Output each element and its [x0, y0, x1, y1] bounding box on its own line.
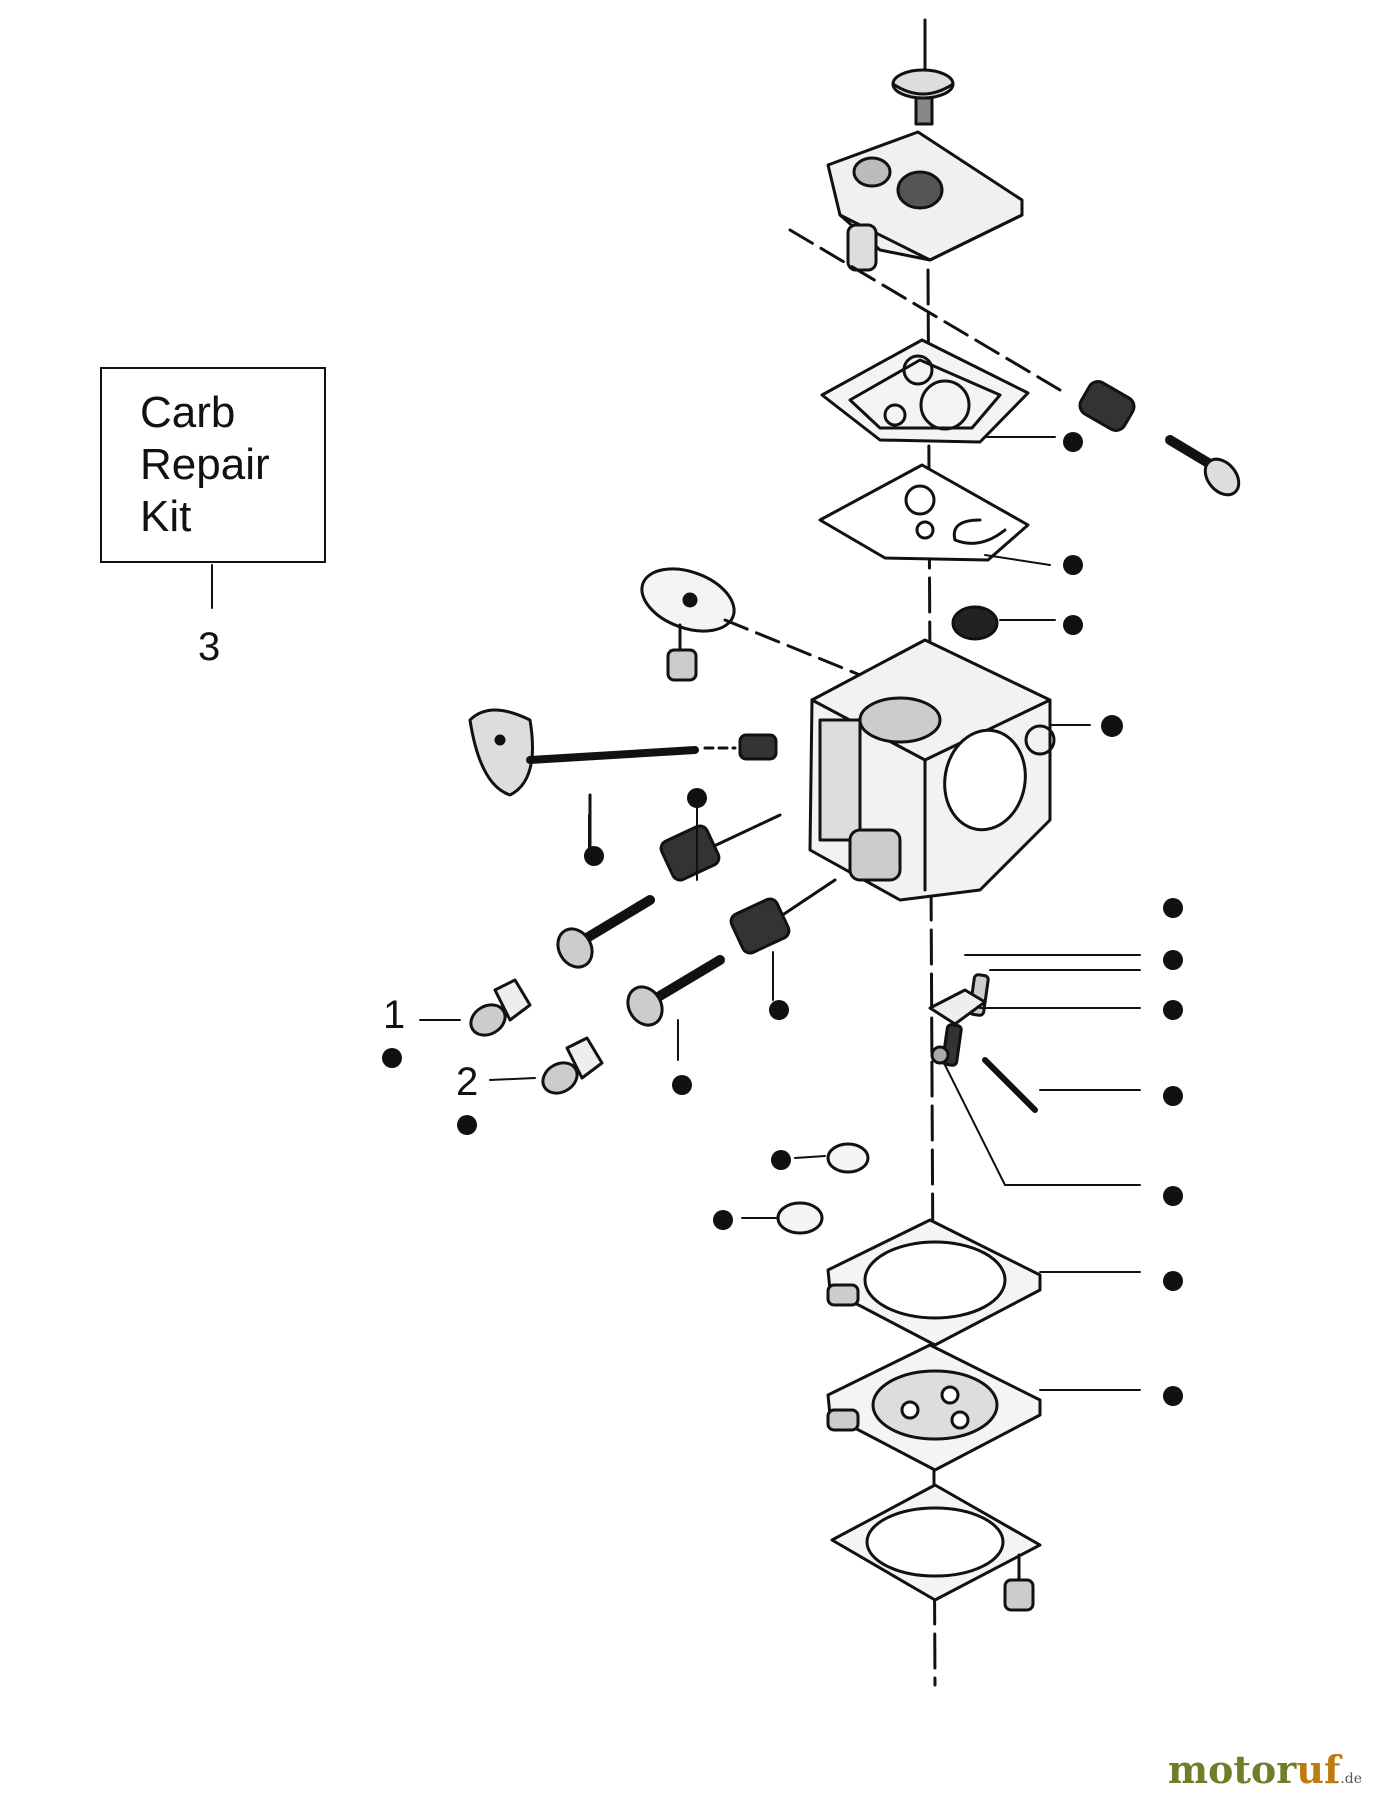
inlet-needle-parts: [928, 973, 1038, 1113]
callout-2: 2: [456, 1060, 479, 1104]
limiter-cap-1: [469, 978, 532, 1037]
choke-disc: [640, 567, 862, 682]
watermark-logo: motoruf.de: [1168, 1747, 1362, 1792]
kit-line-1: Carb: [140, 388, 236, 437]
pump-cover: [826, 1343, 1042, 1472]
bottom-cover: [830, 1483, 1042, 1612]
guide-line: [788, 228, 1062, 392]
throttle-lever: [468, 708, 778, 797]
top-screw: [891, 68, 955, 126]
kit-line-3: Kit: [140, 492, 192, 541]
carburetor-body: [808, 638, 1056, 902]
idle-speed-screw: [556, 793, 782, 969]
gasket-2: [818, 463, 1030, 562]
bullet-dots: [382, 432, 1183, 1406]
metering-gasket: [826, 1218, 1042, 1347]
top-cover: [826, 130, 1024, 272]
callout-3: 3: [198, 625, 221, 669]
carb-repair-kit-box: Carb Repair Kit: [100, 367, 326, 563]
limiter-cap-2: [541, 1036, 604, 1095]
leader-lines: [211, 436, 1141, 1391]
welch-plug-small: [826, 1142, 870, 1174]
watermark-part-b: uf: [1296, 1747, 1341, 1792]
adjust-spring-right: [1078, 380, 1241, 497]
mixture-screw: [626, 878, 837, 1027]
kit-line-2: Repair: [140, 440, 270, 489]
filter-pad: [951, 605, 999, 641]
callout-1: 1: [383, 993, 406, 1037]
welch-plug-large: [776, 1201, 824, 1235]
watermark-part-a: motor: [1167, 1747, 1297, 1792]
gasket-1: [820, 338, 1030, 444]
watermark-suffix: .de: [1340, 1771, 1362, 1787]
